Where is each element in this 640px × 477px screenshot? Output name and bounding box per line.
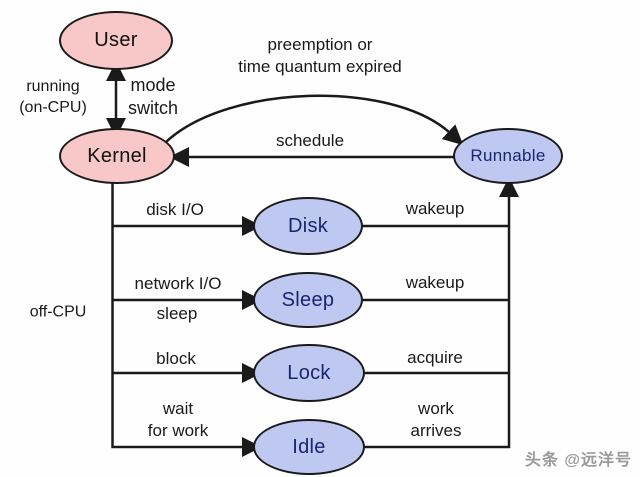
label-block: block xyxy=(156,349,196,368)
label-sleep-action: sleep xyxy=(156,304,198,323)
label-running-on-cpu: running (on-CPU) xyxy=(19,78,87,116)
label-disk-io: disk I/O xyxy=(146,200,204,219)
label-wakeup-disk: wakeup xyxy=(405,199,465,218)
node-idle-label: Idle xyxy=(292,435,326,458)
label-wakeup-sleep: wakeup xyxy=(405,273,465,292)
node-sleep: Sleep xyxy=(253,272,363,328)
preemption-arrow xyxy=(165,94,464,146)
watermark-text: 头条 @远洋号 xyxy=(524,452,632,469)
label-network-io: network I/O xyxy=(134,274,222,293)
node-lock-label: Lock xyxy=(287,361,331,384)
node-runnable: Runnable xyxy=(453,128,563,184)
node-user-label: User xyxy=(94,29,138,51)
node-kernel-label: Kernel xyxy=(87,144,147,167)
node-disk: Disk xyxy=(253,197,363,255)
label-schedule: schedule xyxy=(275,131,345,150)
label-mode-switch: mode switch xyxy=(127,75,179,118)
label-off-cpu: off-CPU xyxy=(29,303,87,321)
label-wait-for-work: wait for work xyxy=(147,399,209,440)
node-disk-label: Disk xyxy=(287,214,329,237)
node-runnable-label: Runnable xyxy=(470,146,546,165)
label-acquire: acquire xyxy=(407,348,463,367)
label-preemption: preemption or time quantum expired xyxy=(238,35,402,76)
node-sleep-label: Sleep xyxy=(281,288,335,311)
node-user: User xyxy=(59,11,173,70)
node-idle: Idle xyxy=(253,419,365,475)
node-kernel: Kernel xyxy=(59,128,175,184)
node-lock: Lock xyxy=(253,344,365,402)
label-work-arrives: work arrives xyxy=(410,399,462,440)
